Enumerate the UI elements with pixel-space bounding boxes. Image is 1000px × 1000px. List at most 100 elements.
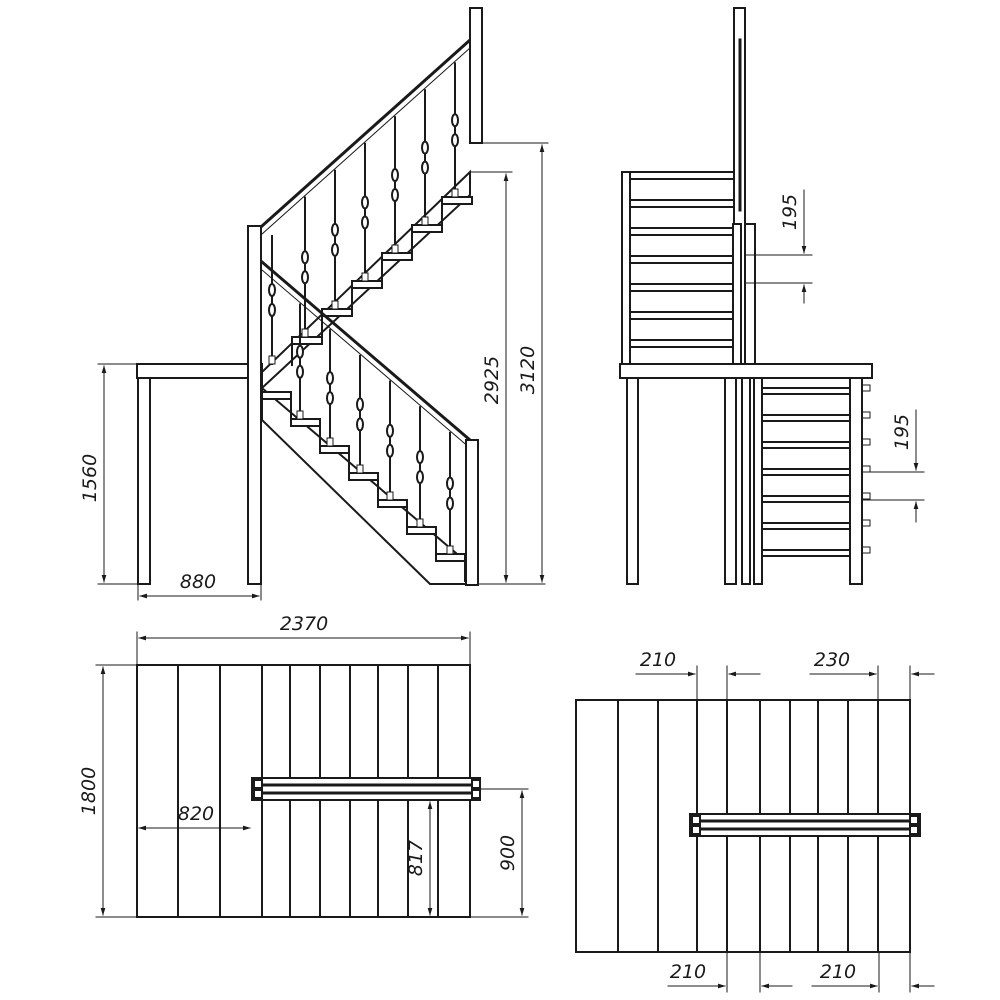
landing-baluster-bulb [268, 303, 276, 317]
plan-left-post [253, 789, 263, 799]
side-tread-bracket [861, 411, 871, 419]
side-upper-tread [621, 283, 736, 292]
lower-step-tread [261, 391, 292, 400]
upper-handrail [259, 37, 473, 229]
dim-210b2-label: 210 [820, 961, 856, 983]
side-upper-tread [621, 171, 736, 180]
plan-right-posts [691, 815, 919, 835]
lower-baluster-bulb [296, 344, 304, 359]
side-tread-bracket [861, 465, 871, 473]
upper-step-tread [321, 308, 353, 317]
dim-817-label: 817 [405, 840, 427, 876]
lower-balusters [296, 303, 454, 555]
upper-baluster [391, 116, 399, 254]
upper-baluster-bulb [391, 168, 399, 183]
lower-baluster-bulb [446, 496, 454, 511]
lower-baluster-base [296, 410, 304, 420]
lower-step-tread [319, 445, 350, 454]
side-lower-tread [761, 549, 851, 557]
side-lower-tread [761, 495, 851, 503]
side-lower-post-a [741, 377, 751, 585]
lower-baluster-base [446, 545, 454, 555]
side-lower-post-c [849, 377, 863, 585]
plan-view-left: 2370 1800 820 817 900 [78, 613, 529, 918]
lower-baluster-base [386, 491, 394, 501]
dim-1800-label: 1800 [78, 767, 100, 815]
landing-baluster [268, 235, 276, 365]
upper-step-tread [291, 336, 323, 345]
lower-baluster-bulb [326, 391, 334, 406]
upper-baluster-bulb [331, 242, 339, 257]
lower-baluster-bulb [386, 423, 394, 438]
dim-230-label: 230 [814, 649, 850, 671]
dim-1560-label: 1560 [79, 454, 101, 502]
upper-baluster-bulb [421, 140, 429, 155]
lower-baluster [386, 380, 394, 501]
side-upper-tread [621, 199, 736, 208]
upper-baluster-bulb [361, 215, 369, 230]
plan-left-post [253, 779, 263, 789]
dim-820-label: 820 [178, 803, 214, 825]
side-upper-treads [621, 171, 736, 348]
side-lower-tread [761, 522, 851, 530]
side-elevation: 195 195 [619, 7, 925, 585]
upper-baluster-base [331, 300, 339, 310]
side-tread-bracket [861, 546, 871, 554]
plan-right-post [909, 815, 919, 825]
upper-baluster-bulb [421, 160, 429, 175]
lower-step-tread [290, 418, 321, 427]
lower-baluster [296, 303, 304, 420]
dim-210b1-label: 210 [670, 961, 706, 983]
lower-baluster-bulb [416, 470, 424, 485]
bottom-newel [465, 439, 479, 586]
dim-195a-label: 195 [779, 194, 801, 230]
side-upper-stringer-left [621, 171, 631, 365]
side-upper-tread [621, 255, 736, 264]
lower-steps [261, 391, 466, 582]
lower-baluster-base [356, 464, 364, 474]
upper-baluster [451, 62, 459, 198]
side-tread-bracket [861, 384, 871, 392]
lower-baluster-bulb [296, 364, 304, 379]
lower-baluster-bulb [386, 443, 394, 458]
plan-left-post [471, 789, 481, 799]
upper-baluster [361, 142, 369, 282]
dim-2370-label: 2370 [280, 613, 328, 635]
upper-baluster-bulb [331, 222, 339, 237]
lower-handrail [259, 259, 473, 443]
upper-step-tread [351, 280, 383, 289]
plan-left-rail [251, 777, 481, 801]
upper-baluster-base [391, 244, 399, 254]
landing-baluster-base [268, 355, 276, 365]
plan-right-post [691, 815, 701, 825]
landing-balusters [268, 235, 276, 365]
upper-handrail-inner [261, 47, 471, 235]
side-lower-post-b [753, 377, 763, 585]
lower-baluster-bulb [356, 397, 364, 412]
lower-handrail-inner [261, 269, 471, 449]
side-lower-tread [761, 468, 851, 476]
side-tread-bracket [861, 519, 871, 527]
side-tread-bracket [861, 438, 871, 446]
dim-900-label: 900 [497, 835, 519, 871]
side-landing-post [744, 223, 756, 365]
lower-baluster [446, 431, 454, 555]
side-inner-post [732, 223, 742, 365]
plan-left-posts [253, 779, 481, 799]
upper-baluster-bulb [301, 250, 309, 265]
upper-baluster-bulb [391, 188, 399, 203]
plan-right-post [691, 825, 701, 835]
upper-balusters [301, 62, 459, 338]
lower-step-tread [348, 472, 379, 481]
side-upper-tread [621, 227, 736, 236]
lower-baluster [416, 406, 424, 528]
side-middle-leg [724, 377, 737, 585]
lower-step-tread [406, 526, 437, 535]
plan-right-rail [689, 813, 921, 837]
landing-leg-left [137, 377, 151, 585]
dim-195b-label: 195 [891, 414, 913, 450]
side-landing-leg [626, 377, 639, 585]
top-newel [469, 7, 483, 144]
